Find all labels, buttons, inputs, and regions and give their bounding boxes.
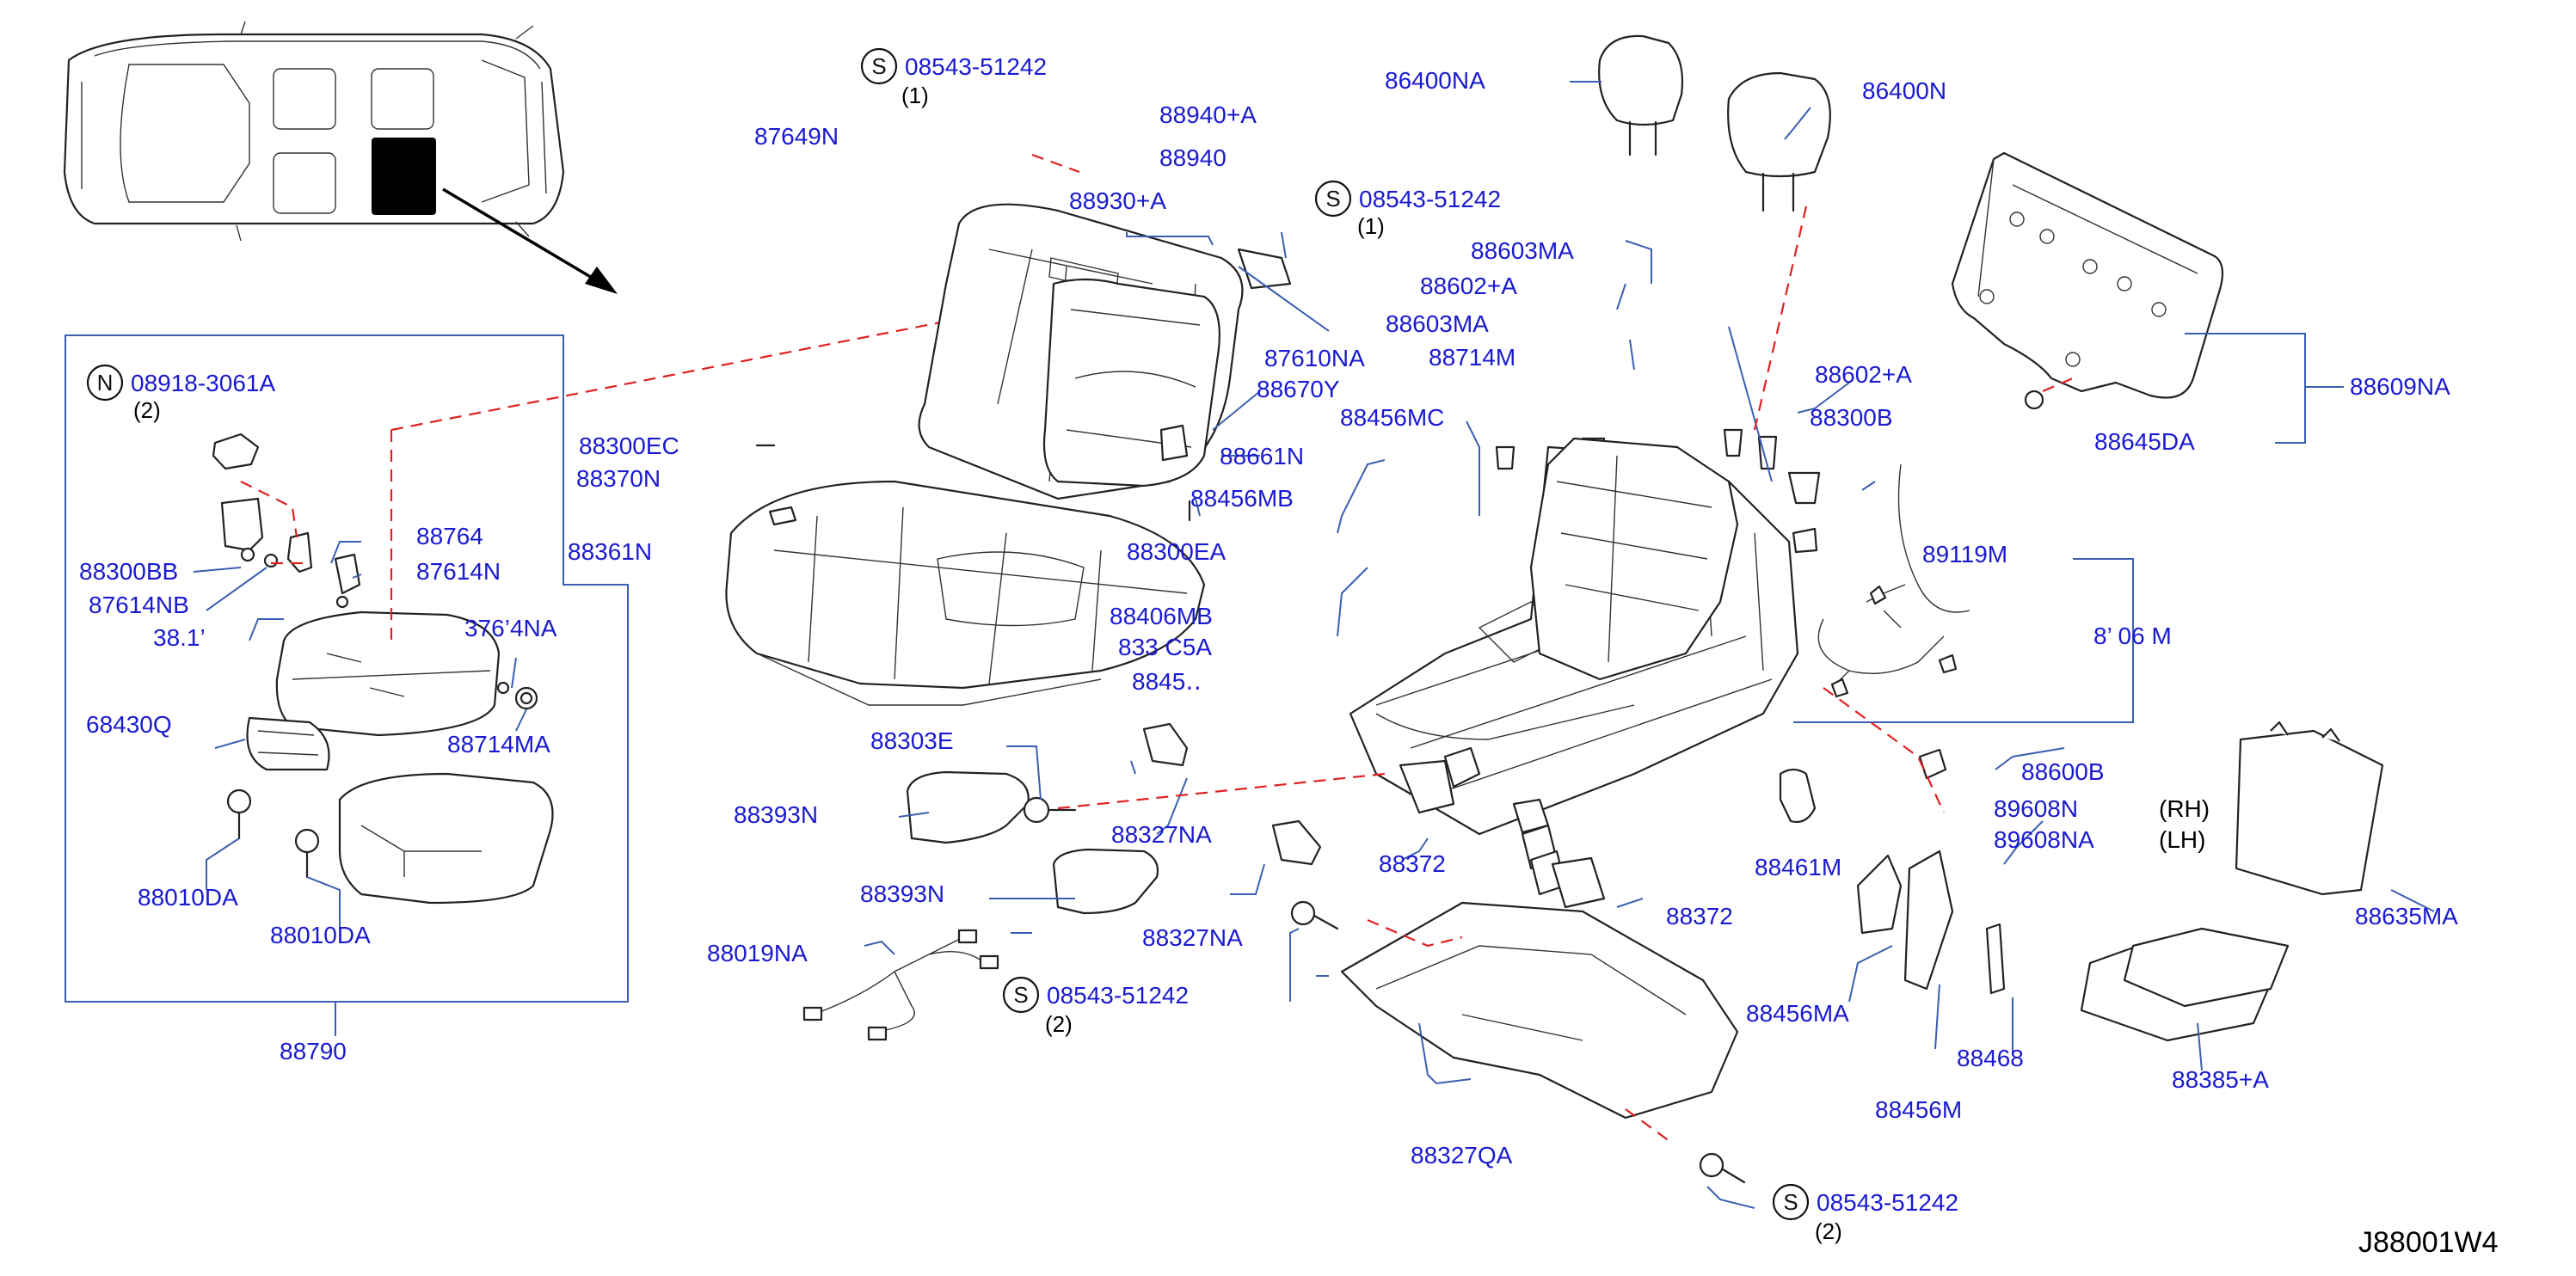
label-88300BB: 88300BB [79, 558, 178, 585]
callout-part: 08543-51242 [905, 53, 1047, 80]
label-88010DA-b: 88010DA [270, 922, 371, 948]
part-labels: 87649N 88940+A 88940 88930+A 86400NA 864… [79, 67, 2458, 1169]
label-88940-a: 88940+A [1159, 101, 1257, 128]
label-88461M: 88461M [1755, 854, 1841, 880]
label-rh: (RH) [2159, 795, 2210, 822]
callout-symbol: S [1783, 1189, 1798, 1215]
seat-back-frame [1529, 437, 1739, 681]
label-8845: 8845․․ [1132, 668, 1202, 695]
label-88300B: 88300B [1810, 404, 1893, 431]
direction-arrow-icon [585, 267, 618, 294]
callout-qty: (2) [1045, 1011, 1073, 1037]
label-88372-a: 88372 [1379, 850, 1446, 877]
label-88385-a: 88385+A [2172, 1066, 2269, 1093]
highlighted-seat-area [372, 138, 436, 215]
screw-symbol-icon [1314, 180, 1352, 218]
label-88468: 88468 [1957, 1045, 2024, 1071]
callout-qty: (2) [133, 397, 161, 423]
label-88370N: 88370N [576, 465, 661, 492]
label-88645DA: 88645DA [2094, 428, 2195, 455]
label-88790: 88790 [280, 1038, 347, 1064]
label-88303E: 88303E [870, 727, 954, 754]
callout-s-bottom: S 08543-51242 (2) [1772, 1183, 1958, 1244]
label-38-1: 38.1’ [153, 624, 206, 651]
label-86400NA: 86400NA [1385, 67, 1485, 94]
leader-lines [864, 81, 2435, 1209]
callout-s-mid: S 08543-51242 (1) [1314, 180, 1501, 239]
label-89608N: 89608N [1994, 795, 2078, 822]
label-88940: 88940 [1159, 144, 1227, 171]
lower-parts [802, 721, 2384, 1184]
label-lh: (LH) [2159, 826, 2205, 853]
callout-qty: (2) [1815, 1218, 1842, 1244]
label-88714MA: 88714MA [447, 731, 550, 758]
label-89119M: 89119M [1922, 541, 2007, 567]
label-88714M: 88714M [1429, 344, 1515, 371]
label-376-4NA: 376’4NA [464, 615, 557, 641]
callout-symbol: S [871, 53, 886, 79]
callout-symbol: S [1325, 186, 1340, 212]
label-88456MB: 88456MB [1190, 485, 1294, 512]
label-88930-a: 88930+A [1069, 187, 1166, 214]
headrests [1598, 34, 1831, 212]
screw-symbol-icon [860, 47, 898, 85]
label-88602-a-a: 88602+A [1420, 273, 1517, 299]
label-88456MC: 88456MC [1340, 404, 1444, 431]
label-88393N-b: 88393N [860, 880, 944, 907]
label-88603MA-a: 88603MA [1471, 237, 1574, 264]
label-833-c5a: 833 C5A [1118, 634, 1212, 660]
seat-back-and-cushion [725, 203, 1292, 706]
screw-symbol-icon [1772, 1183, 1810, 1221]
label-88372-b: 88372 [1666, 903, 1733, 929]
label-88393N-a: 88393N [734, 801, 818, 828]
label-88300EA: 88300EA [1127, 538, 1227, 565]
callout-qty: (1) [1357, 213, 1385, 239]
screw-symbol-icon [1002, 976, 1040, 1014]
label-87614NB: 87614NB [89, 592, 189, 618]
label-88361N: 88361N [568, 538, 652, 565]
label-89608NA: 89608NA [1994, 826, 2094, 853]
label-88456M: 88456M [1875, 1096, 1962, 1123]
label-88603MA-b: 88603MA [1386, 310, 1489, 337]
label-88300EC: 88300EC [579, 432, 679, 459]
label-88327NA-a: 88327NA [1111, 821, 1212, 848]
label-88019NA: 88019NA [707, 940, 808, 966]
label-87649N: 87649N [754, 123, 839, 150]
diagram-code: J88001W4 [2358, 1226, 2499, 1259]
label-88609NA: 88609NA [2350, 373, 2450, 400]
callout-symbol: N [97, 370, 114, 396]
label-88764: 88764 [416, 523, 483, 549]
label-88661N: 88661N [1220, 443, 1304, 469]
label-88406MB: 88406MB [1110, 603, 1213, 629]
reference-dashed-lines [1031, 153, 2074, 1144]
vehicle-locator-illustration [63, 21, 618, 294]
label-88456MA: 88456MA [1746, 1000, 1849, 1027]
label-8-06-M: 8’ 06 M [2093, 623, 2172, 649]
callout-part: 08543-51242 [1817, 1189, 1958, 1216]
rear-panel-88609NA [1951, 151, 2344, 444]
label-88600B: 88600B [2021, 758, 2105, 785]
callout-symbol: S [1013, 982, 1028, 1008]
label-88327QA: 88327QA [1411, 1142, 1513, 1169]
callout-part: 08543-51242 [1359, 186, 1501, 212]
callout-part: 08543-51242 [1047, 982, 1189, 1009]
label-88635MA: 88635MA [2355, 903, 2458, 929]
label-87614N: 87614N [416, 558, 501, 585]
callout-part: 08918-3061A [131, 370, 275, 396]
callout-s-top: S 08543-51242 (1) [860, 47, 1047, 108]
wire-harness-89119M [1817, 463, 1970, 698]
label-86400N: 86400N [1862, 77, 1946, 104]
label-88670Y: 88670Y [1257, 376, 1340, 402]
callout-qty: (1) [901, 83, 929, 108]
nut-symbol-icon [86, 364, 124, 402]
callout-n-box: N 08918-3061A (2) [86, 364, 275, 423]
label-88327NA-b: 88327NA [1142, 924, 1243, 951]
armrest-assembly-box [65, 308, 1007, 1036]
label-88602-a-b: 88602+A [1815, 361, 1912, 388]
callout-s-lower: S 08543-51242 (2) [1002, 976, 1189, 1037]
label-68430Q: 68430Q [86, 711, 172, 738]
label-87610NA: 87610NA [1264, 345, 1365, 371]
label-88010DA-a: 88010DA [138, 884, 238, 911]
